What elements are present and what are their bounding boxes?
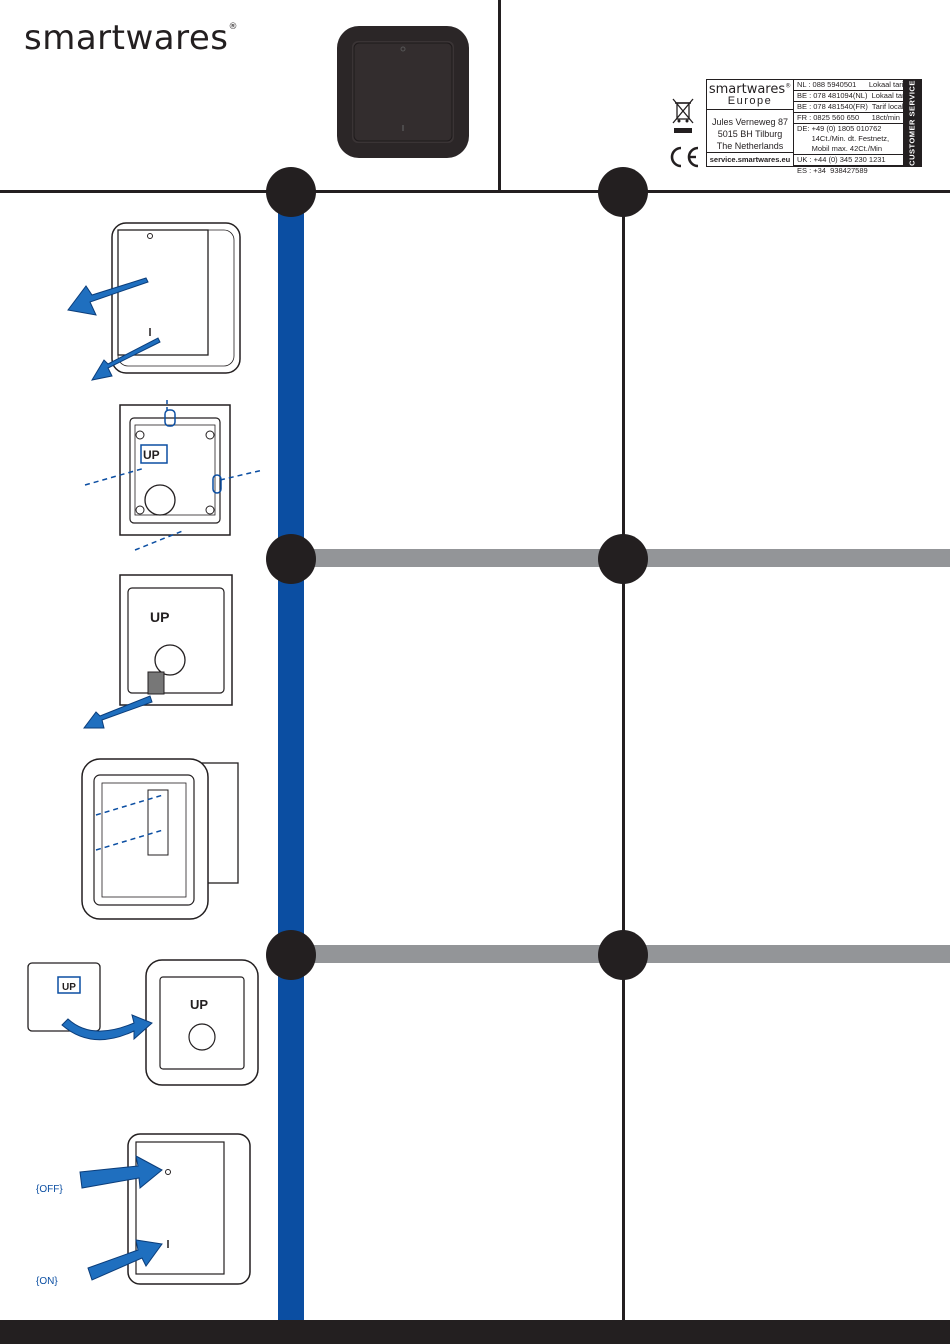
up-label: UP [150, 609, 169, 625]
phone-row: NL : 088 5940501 Lokaal tarief [794, 80, 910, 91]
step-marker [598, 930, 648, 980]
step-marker [598, 534, 648, 584]
switch-insert-illustration: UP [84, 400, 264, 551]
customer-service-address: Jules Verneweg 87 5015 BH Tilburg The Ne… [711, 117, 789, 151]
customer-service-brand: smartwares® [708, 82, 792, 97]
ce-mark-icon [670, 146, 699, 168]
phone-row: DE: +49 (0) 1805 010762 [797, 124, 882, 133]
blue-column-bar [278, 192, 304, 1320]
phone-row: ES : +34 938427589 [797, 166, 868, 175]
customer-service-website: service.smartwares.eu [707, 152, 793, 166]
step-marker [598, 167, 648, 217]
on-label: {ON} [36, 1276, 58, 1287]
up-label: UP [62, 982, 76, 993]
right-column-divider [622, 192, 625, 1320]
remove-cover-illustration [67, 222, 241, 381]
step-marker [266, 534, 316, 584]
up-label: UP [190, 997, 208, 1012]
section-divider-left [304, 945, 622, 963]
section-divider-right [625, 549, 950, 567]
battery-tab-illustration: UP [83, 574, 233, 729]
footer-bar [0, 1320, 950, 1344]
weee-bin-icon [672, 98, 694, 133]
phone-row: BE : 078 481094(NL) Lokaal tarief [794, 91, 913, 102]
section-divider-right [625, 945, 950, 963]
brand-text: smartwares [24, 18, 229, 58]
product-switch-image [337, 26, 469, 158]
phone-row: Mobil max. 42Ct./Min [794, 144, 904, 155]
phone-row: UK : +44 (0) 345 230 1231 [794, 155, 904, 166]
registered-mark: ® [228, 22, 238, 32]
press-on-off-illustration: {OFF} {ON} [36, 1133, 251, 1287]
customer-service-phone-list: NL : 088 5940501 Lokaal tarief BE : 078 … [794, 80, 913, 175]
header-divider [498, 0, 501, 192]
phone-row: FR : 0825 560 650 18ct/min [794, 113, 904, 124]
smartwares-logo: smartwares® [24, 18, 238, 58]
header-bottom-rule [0, 190, 950, 193]
frame-mount-illustration [81, 758, 239, 920]
customer-service-address-block: smartwares® Europe Jules Verneweg 87 501… [707, 80, 794, 166]
section-divider-left [304, 549, 622, 567]
customer-service-card: smartwares® Europe Jules Verneweg 87 501… [706, 79, 922, 175]
up-label: UP [143, 448, 160, 462]
step-marker [266, 167, 316, 217]
phone-row: 14Ct./Min. dt. Festnetz, [797, 134, 890, 143]
insert-module-illustration: UP UP [27, 959, 259, 1086]
phone-row: BE : 078 481540(FR) Tarif local [794, 102, 904, 113]
step-marker [266, 930, 316, 980]
off-label: {OFF} [36, 1184, 63, 1195]
customer-service-side-label: CUSTOMER SERVICE [903, 80, 921, 166]
customer-service-region: Europe [707, 95, 793, 110]
